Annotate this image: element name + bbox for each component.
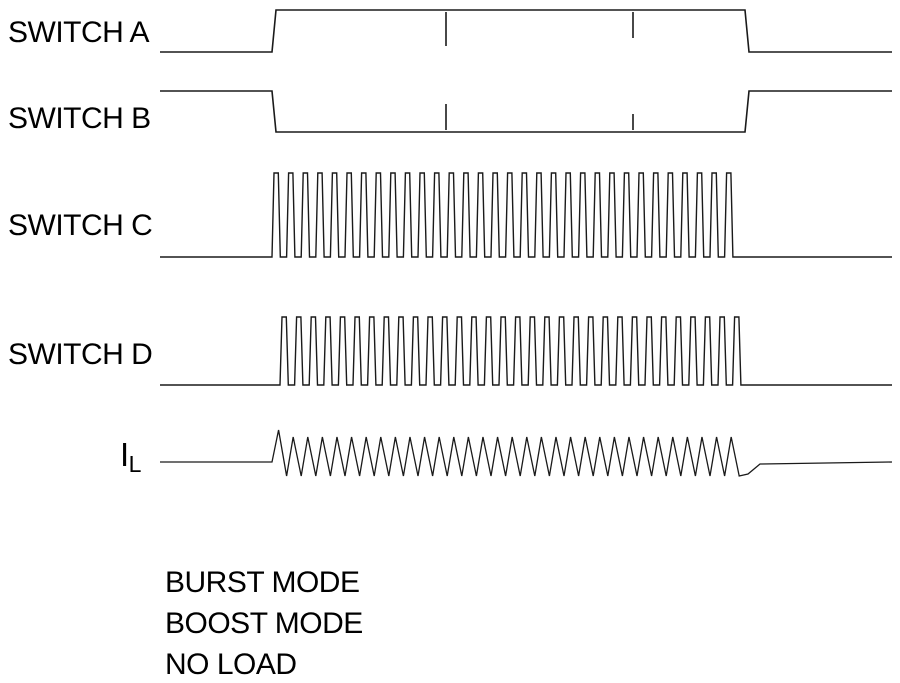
inductor-current-symbol: I (120, 436, 129, 473)
note-burst-mode: BURST MODE (165, 566, 360, 599)
switch-b-trace (160, 90, 892, 133)
switch-d-trace (160, 316, 892, 386)
trace-label-switch-a: SWITCH A (8, 16, 150, 49)
note-boost-mode: BOOST MODE (165, 607, 363, 640)
trace-label-switch-d: SWITCH D (8, 338, 153, 371)
inductor-current-subscript: L (128, 451, 142, 477)
switch-a-trace (160, 9, 892, 53)
inductor-current-label: IL (120, 438, 141, 476)
trace-label-switch-b: SWITCH B (8, 102, 151, 135)
switch-c-trace (160, 172, 892, 258)
trace-label-switch-c: SWITCH C (8, 209, 153, 242)
note-no-load: NO LOAD (165, 648, 297, 681)
inductor-current-trace (160, 429, 893, 477)
